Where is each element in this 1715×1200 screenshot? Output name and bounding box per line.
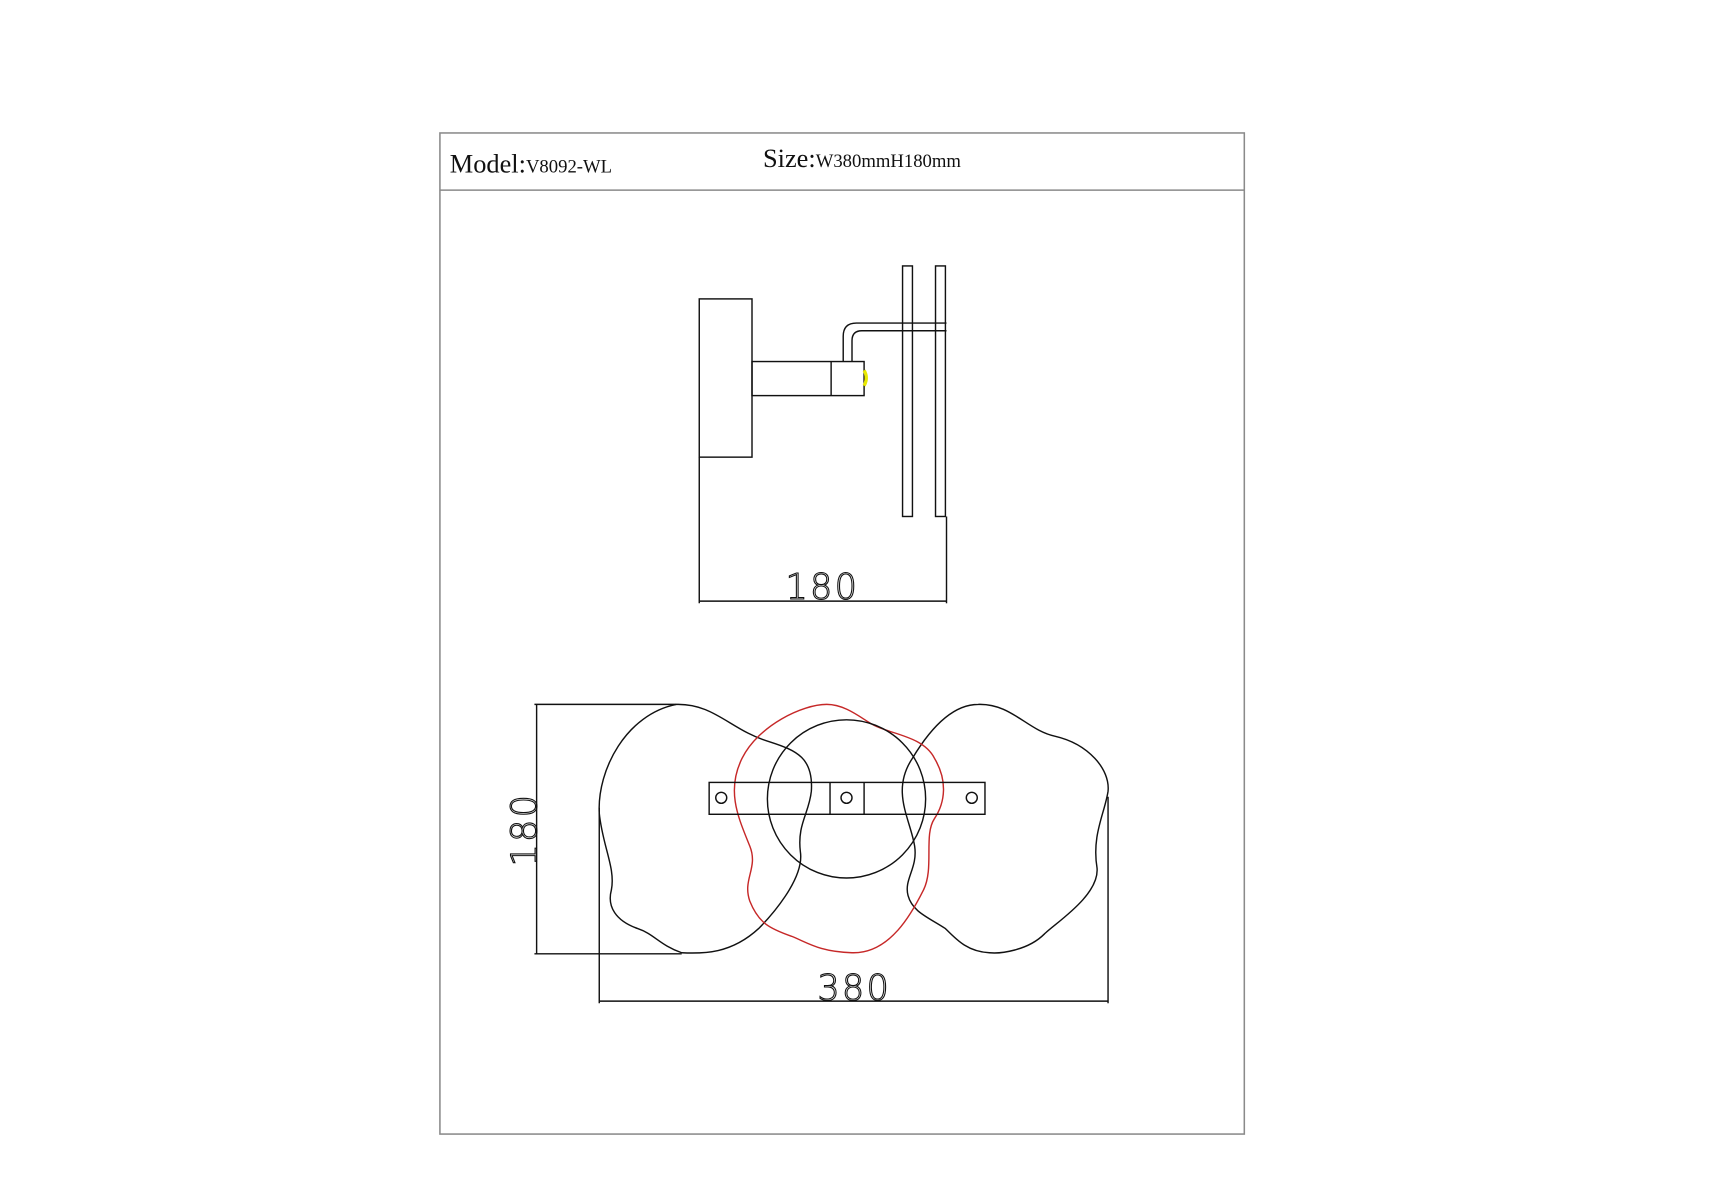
shade-left <box>598 703 813 954</box>
mounting-bar <box>708 781 986 816</box>
model-info: Model:V8092-WL <box>450 150 612 179</box>
screw-hole-center <box>840 791 853 805</box>
model-value: V8092-WL <box>526 157 612 178</box>
shade-panel-back <box>934 265 947 518</box>
width-dimension-label: 380 <box>817 968 891 1009</box>
pipe-inner <box>851 330 947 362</box>
pipe-outer <box>842 322 947 362</box>
sheet-frame <box>439 132 1246 1135</box>
depth-dimension-label: 180 <box>785 567 859 608</box>
screw-hole-right <box>965 791 978 805</box>
light-marker <box>862 369 868 387</box>
screw-hole-left <box>715 791 728 805</box>
shade-panel-front <box>901 265 914 518</box>
canopy-circle <box>766 719 927 879</box>
model-label: Model: <box>450 150 526 179</box>
shade-center <box>733 703 945 954</box>
front-view: 180 380 <box>504 703 1109 1010</box>
shade-right <box>901 703 1109 954</box>
wall-plate <box>698 298 753 458</box>
height-dimension-label: 180 <box>505 793 546 867</box>
arm <box>751 360 865 397</box>
side-view: 180 <box>698 265 948 608</box>
size-label: Size: <box>763 144 816 173</box>
size-value: W380mmH180mm <box>816 151 962 172</box>
size-info: Size:W380mmH180mm <box>763 144 961 173</box>
